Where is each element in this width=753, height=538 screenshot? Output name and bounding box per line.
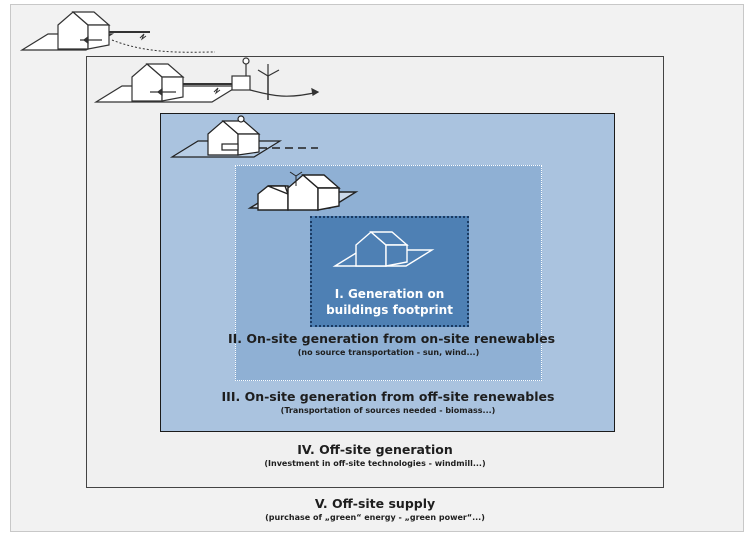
level-ii-title: II. On-site generation from on-site rene… bbox=[228, 331, 556, 346]
house-grid-icon bbox=[19, 11, 216, 53]
house-wind-turbine-icon bbox=[93, 57, 320, 103]
level-iii-title: III. On-site generation from off-site re… bbox=[221, 389, 555, 404]
level-v-label: V. Off-site supply (purchase of „green“ … bbox=[200, 496, 550, 522]
level-i-box bbox=[310, 216, 469, 327]
level-iii-label: III. On-site generation from off-site re… bbox=[200, 389, 576, 415]
level-ii-label: II. On-site generation from on-site rene… bbox=[228, 331, 556, 357]
level-iv-label: IV. Off-site generation (Investment in o… bbox=[200, 442, 550, 468]
house-fuel-supply-icon bbox=[169, 115, 318, 158]
level-v-title: V. Off-site supply bbox=[314, 496, 436, 511]
house-footprint-icon bbox=[332, 231, 435, 267]
level-v-subtitle: (purchase of „green“ energy - „green pow… bbox=[265, 513, 485, 522]
level-iii-subtitle: (Transportation of sources needed - biom… bbox=[280, 406, 496, 415]
level-iv-subtitle: (Investment in off-site technologies - w… bbox=[264, 459, 486, 468]
level-ii-subtitle: (no source transportation - sun, wind...… bbox=[297, 348, 480, 357]
house-with-annex-icon bbox=[247, 171, 359, 211]
level-iv-title: IV. Off-site generation bbox=[297, 442, 453, 457]
